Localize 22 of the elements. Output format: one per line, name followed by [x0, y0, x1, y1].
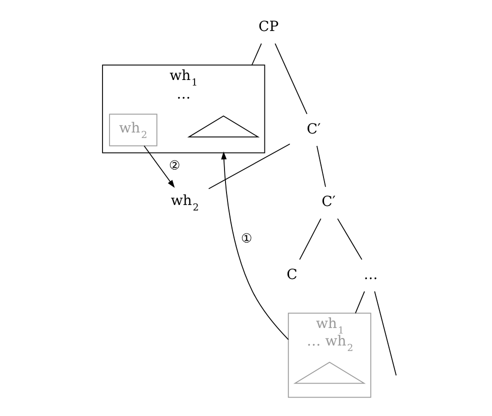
node-text: C [286, 266, 298, 283]
connector [316, 145, 326, 188]
connector [299, 218, 322, 260]
connector [337, 218, 362, 260]
arrow [144, 145, 175, 188]
node-text: … [364, 266, 378, 283]
node-text: C′ [322, 194, 336, 210]
node-triangle [187, 115, 260, 138]
node-triangle [293, 362, 366, 384]
connector [355, 290, 365, 314]
edge-label: ② [168, 158, 180, 173]
cluster: wh$_{1}$ … wh$_{2}$ [288, 312, 372, 398]
edge-label: ① [240, 231, 252, 246]
node-text: C′ [306, 121, 321, 138]
node-text: wh$_{2}$ [170, 193, 199, 214]
connector [274, 43, 308, 114]
node-text: CP [258, 18, 279, 35]
connector [208, 144, 290, 190]
arrow [221, 151, 289, 340]
connector [374, 290, 397, 376]
node-box: wh$_{2}$ [109, 114, 158, 146]
connector [251, 43, 262, 66]
